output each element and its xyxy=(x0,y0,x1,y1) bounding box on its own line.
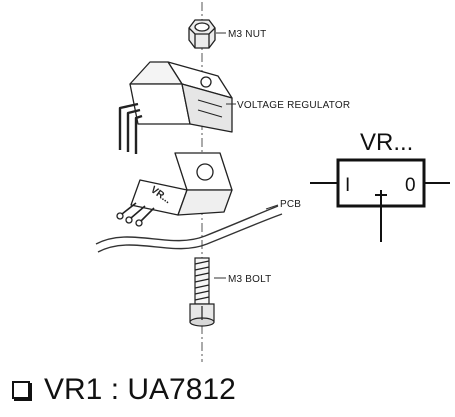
bolt-icon xyxy=(189,257,215,327)
pcb-label: PCB xyxy=(280,199,301,210)
symbol-output-pin: 0 xyxy=(405,175,416,196)
symbol-title: VR... xyxy=(360,129,413,156)
caption-text: VR1 : UA7812 xyxy=(44,373,236,406)
pcb-board xyxy=(95,205,283,253)
mounted-package-icon xyxy=(116,152,233,227)
checkbox-icon xyxy=(12,381,30,399)
pcb-leader xyxy=(265,204,279,210)
caption: VR1 : UA7812 xyxy=(12,368,236,412)
voltage-regulator-icon xyxy=(118,61,233,154)
symbol-input-pin: I xyxy=(345,175,350,196)
nut-icon xyxy=(188,19,216,49)
bolt-label: M3 BOLT xyxy=(228,274,271,285)
nut-label: M3 NUT xyxy=(228,29,266,40)
regulator-label: VOLTAGE REGULATOR xyxy=(237,100,350,111)
